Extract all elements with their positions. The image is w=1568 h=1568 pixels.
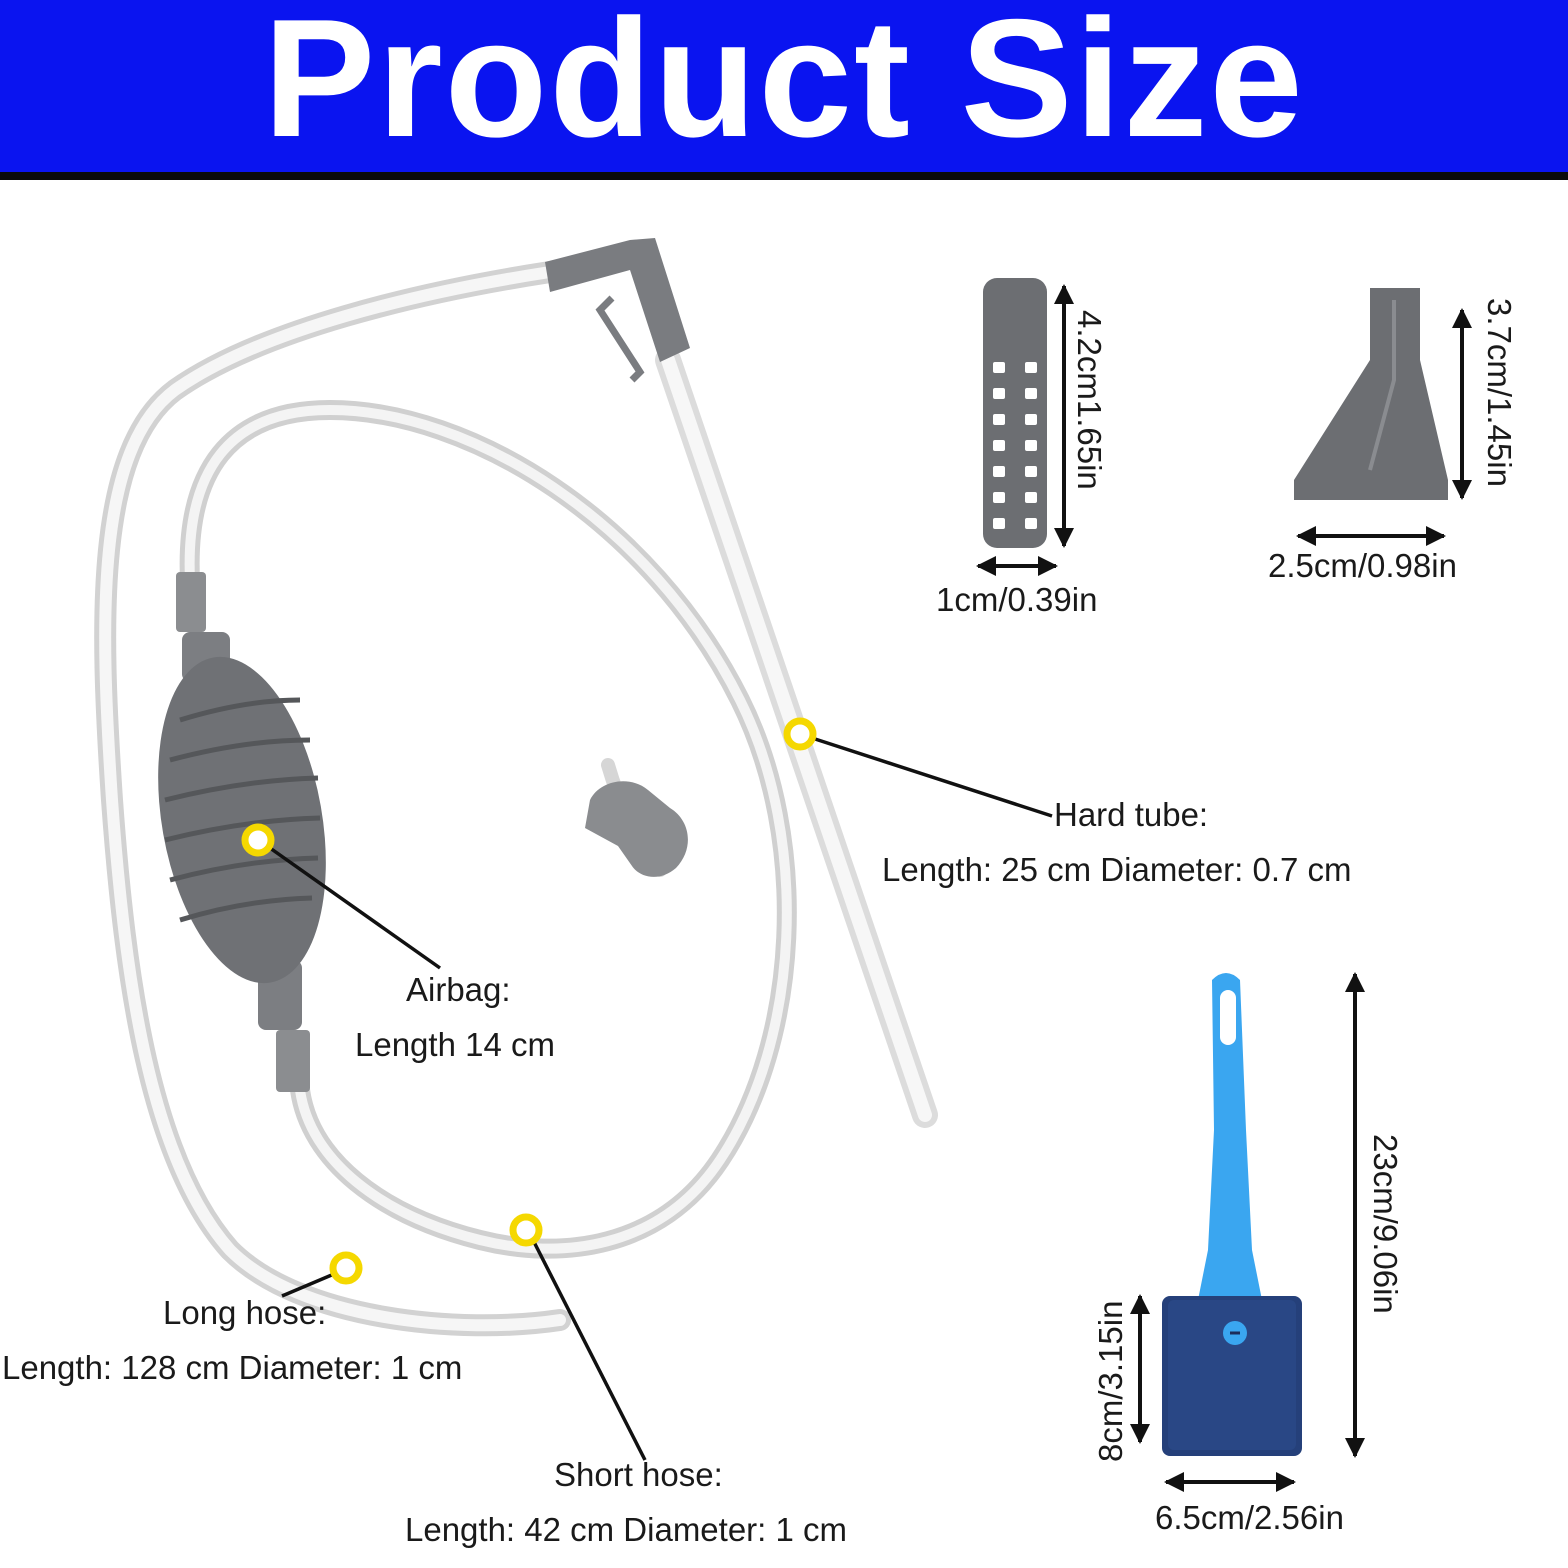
short-hose-marker — [509, 1213, 543, 1247]
hard-tube-marker — [783, 717, 817, 751]
nozzle-height-label: 3.7cm/1.45in — [1481, 298, 1518, 487]
title-banner: Product Size — [0, 0, 1568, 172]
airbag-marker — [241, 823, 275, 857]
hose-clip — [585, 758, 688, 877]
sponge-width-label: 6.5cm/2.56in — [1155, 1499, 1344, 1536]
airbag-spec: Length 14 cm — [355, 1026, 555, 1063]
long-hose-spec: Length: 128 cm Diameter: 1 cm — [2, 1349, 463, 1386]
nozzle-width-label: 2.5cm/0.98in — [1268, 547, 1457, 584]
short-hose — [179, 399, 797, 1259]
hard-tube-title: Hard tube: — [1054, 796, 1209, 833]
strainer-width-label: 1cm/0.39in — [936, 581, 1098, 618]
page-title: Product Size — [263, 0, 1305, 172]
long-hose-marker — [329, 1251, 363, 1285]
strainer — [983, 278, 1047, 548]
airbag-title: Airbag: — [406, 971, 511, 1008]
short-hose-title: Short hose: — [554, 1456, 723, 1493]
brush-height-label: 23cm/9.06in — [1367, 1134, 1404, 1314]
hard-tube-spec: Length: 25 cm Diameter: 0.7 cm — [882, 851, 1352, 888]
callout-leaders — [268, 736, 1053, 1461]
sponge-height-label: 8cm/3.15in — [1092, 1300, 1129, 1462]
flat-nozzle — [1294, 288, 1448, 500]
elbow-connector — [545, 238, 690, 383]
long-hose-title: Long hose: — [163, 1294, 327, 1331]
short-hose-spec: Length: 42 cm Diameter: 1 cm — [405, 1511, 848, 1548]
airbag-bulb — [158, 656, 326, 984]
sponge-brush — [1162, 973, 1302, 1456]
banner-divider — [0, 172, 1568, 180]
strainer-height-label: 4.2cm1.65in — [1071, 310, 1108, 490]
